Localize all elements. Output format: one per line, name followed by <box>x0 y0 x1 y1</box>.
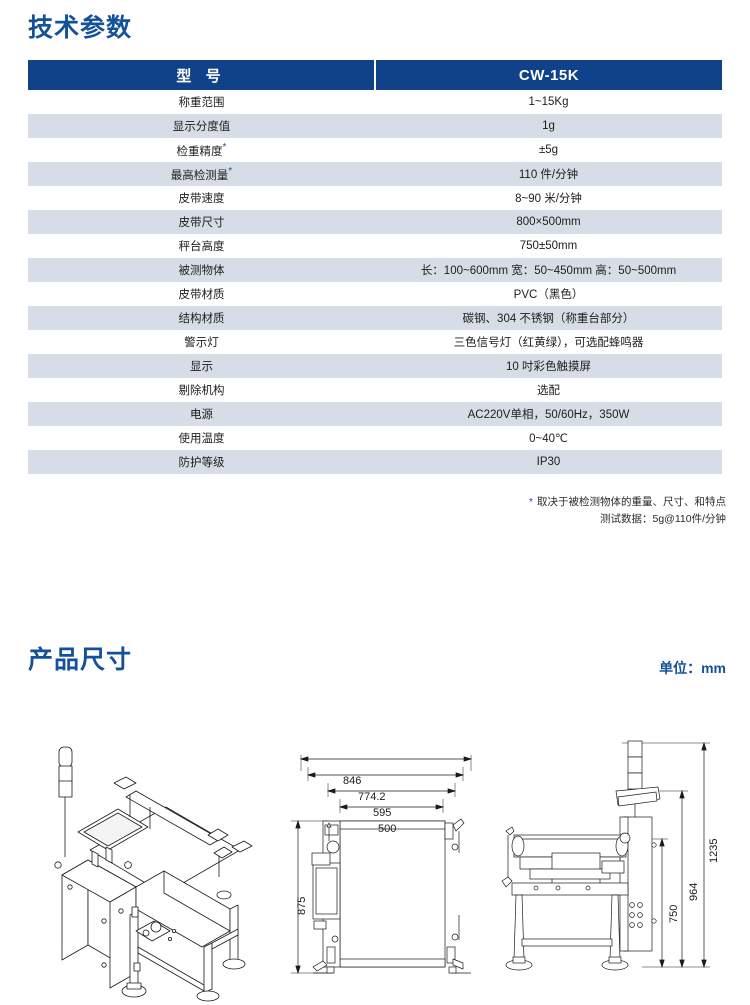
footnote-line-2: 测试数据：5g@110件/分钟 <box>600 513 726 525</box>
dim-label-875: 875 <box>296 896 308 915</box>
spec-row-value: ±5g <box>538 144 559 156</box>
spec-table-header-row: 型 号 CW-15K <box>28 60 722 90</box>
column-header-model-value: CW-15K <box>375 60 722 90</box>
page-title-tech-specs: 技术参数 <box>28 14 133 42</box>
spec-table-row: 皮带材质 PVC（黑色） <box>28 282 722 306</box>
required-star-icon: * <box>222 141 227 153</box>
spec-row-label: 称重范围 <box>178 97 225 109</box>
drawings-container: 846 774.2 595 500 875 <box>0 735 750 1005</box>
spec-row-value: 10 吋彩色触摸屏 <box>375 354 722 378</box>
spec-row-label: 使用温度 <box>178 433 225 445</box>
spec-table-row: 警示灯 三色信号灯（红黄绿），可选配蜂鸣器 <box>28 330 722 354</box>
spec-row-label: 皮带材质 <box>178 289 225 301</box>
spec-row-label: 检重精度* <box>176 141 227 158</box>
spec-row-value: 选配 <box>537 385 560 397</box>
dim-label-750: 750 <box>668 904 680 923</box>
spec-row-label: 被测物体 <box>28 258 375 282</box>
spec-row-value: 750±50mm <box>519 240 578 252</box>
spec-row-label: 秤台高度 <box>178 241 225 253</box>
spec-row-value: 0~40℃ <box>529 433 568 445</box>
spec-table-row: 检重精度* ±5g <box>28 138 722 162</box>
spec-row-value: 1g <box>375 114 722 138</box>
footnote-text-1: 取决于被检测物体的重量、尺寸、和特点 <box>537 496 726 508</box>
footnote-star-icon: * <box>528 496 533 508</box>
spec-row-label: 剔除机构 <box>178 385 225 397</box>
spec-row-value: PVC（黑色） <box>513 289 584 301</box>
spec-table-row: 被测物体长：100~600mm 宽：50~450mm 高：50~500mm <box>28 258 722 282</box>
spec-row-value: 110 件/分钟 <box>375 162 722 186</box>
side-view-illustration <box>501 740 710 971</box>
dim-label-774: 774.2 <box>358 791 386 803</box>
spec-row-label: 警示灯 <box>184 337 219 349</box>
spec-table-head: 型 号 CW-15K <box>28 60 722 90</box>
spec-row-label: 最高检测量* <box>28 162 375 186</box>
drawing-isometric-view <box>18 735 283 1005</box>
spec-row-value: AC220V单相，50/60Hz，350W <box>375 402 722 426</box>
spec-row-value: IP30 <box>375 450 722 474</box>
spec-row-label: 显示 <box>28 354 375 378</box>
dim-label-595: 595 <box>373 807 392 819</box>
spec-row-value: 三色信号灯（红黄绿），可选配蜂鸣器 <box>453 337 644 349</box>
spec-row-label: 显示分度值 <box>28 114 375 138</box>
spec-row-label: 防护等级 <box>28 450 375 474</box>
spec-table-row: 秤台高度 750±50mm <box>28 234 722 258</box>
spec-row-value: 长：100~600mm 宽：50~450mm 高：50~500mm <box>375 258 722 282</box>
spec-table-row: 最高检测量*110 件/分钟 <box>28 162 722 186</box>
dim-label-500: 500 <box>378 823 397 835</box>
spec-row-label: 电源 <box>28 402 375 426</box>
spec-row-value: 800×500mm <box>375 210 722 234</box>
drawing-side-view: 750 964 1235 <box>492 735 750 1005</box>
spec-table-row: 称重范围 1~15Kg <box>28 90 722 114</box>
footnote-line-1: * 取决于被检测物体的重量、尺寸、和特点 <box>529 494 726 511</box>
spec-table-row: 剔除机构 选配 <box>28 378 722 402</box>
spec-footnote: * 取决于被检测物体的重量、尺寸、和特点 测试数据：5g@110件/分钟 <box>529 494 726 528</box>
unit-note: 单位：mm <box>659 660 726 676</box>
spec-row-value: 8~90 米/分钟 <box>515 193 582 205</box>
dim-label-1235: 1235 <box>708 838 720 863</box>
spec-table-row: 结构材质碳钢、304 不锈钢（称重台部分） <box>28 306 722 330</box>
spec-table-row: 使用温度 0~40℃ <box>28 426 722 450</box>
dim-label-846: 846 <box>343 775 362 787</box>
required-star-icon: * <box>228 165 233 177</box>
spec-row-label: 皮带速度 <box>178 193 225 205</box>
spec-table-row: 皮带速度 8~90 米/分钟 <box>28 186 722 210</box>
dim-label-964: 964 <box>688 882 700 901</box>
drawing-front-view: 846 774.2 595 500 875 <box>283 735 495 1005</box>
page-title-product-dimensions: 产品尺寸 <box>28 646 133 674</box>
spec-row-value: 碳钢、304 不锈钢（称重台部分） <box>375 306 722 330</box>
spec-row-value: 1~15Kg <box>528 96 569 108</box>
isometric-machine-illustration <box>54 746 253 1002</box>
spec-row-label: 皮带尺寸 <box>28 210 375 234</box>
front-view-illustration <box>291 755 473 975</box>
column-header-model: 型 号 <box>28 60 376 90</box>
spec-row-label: 结构材质 <box>28 306 375 330</box>
